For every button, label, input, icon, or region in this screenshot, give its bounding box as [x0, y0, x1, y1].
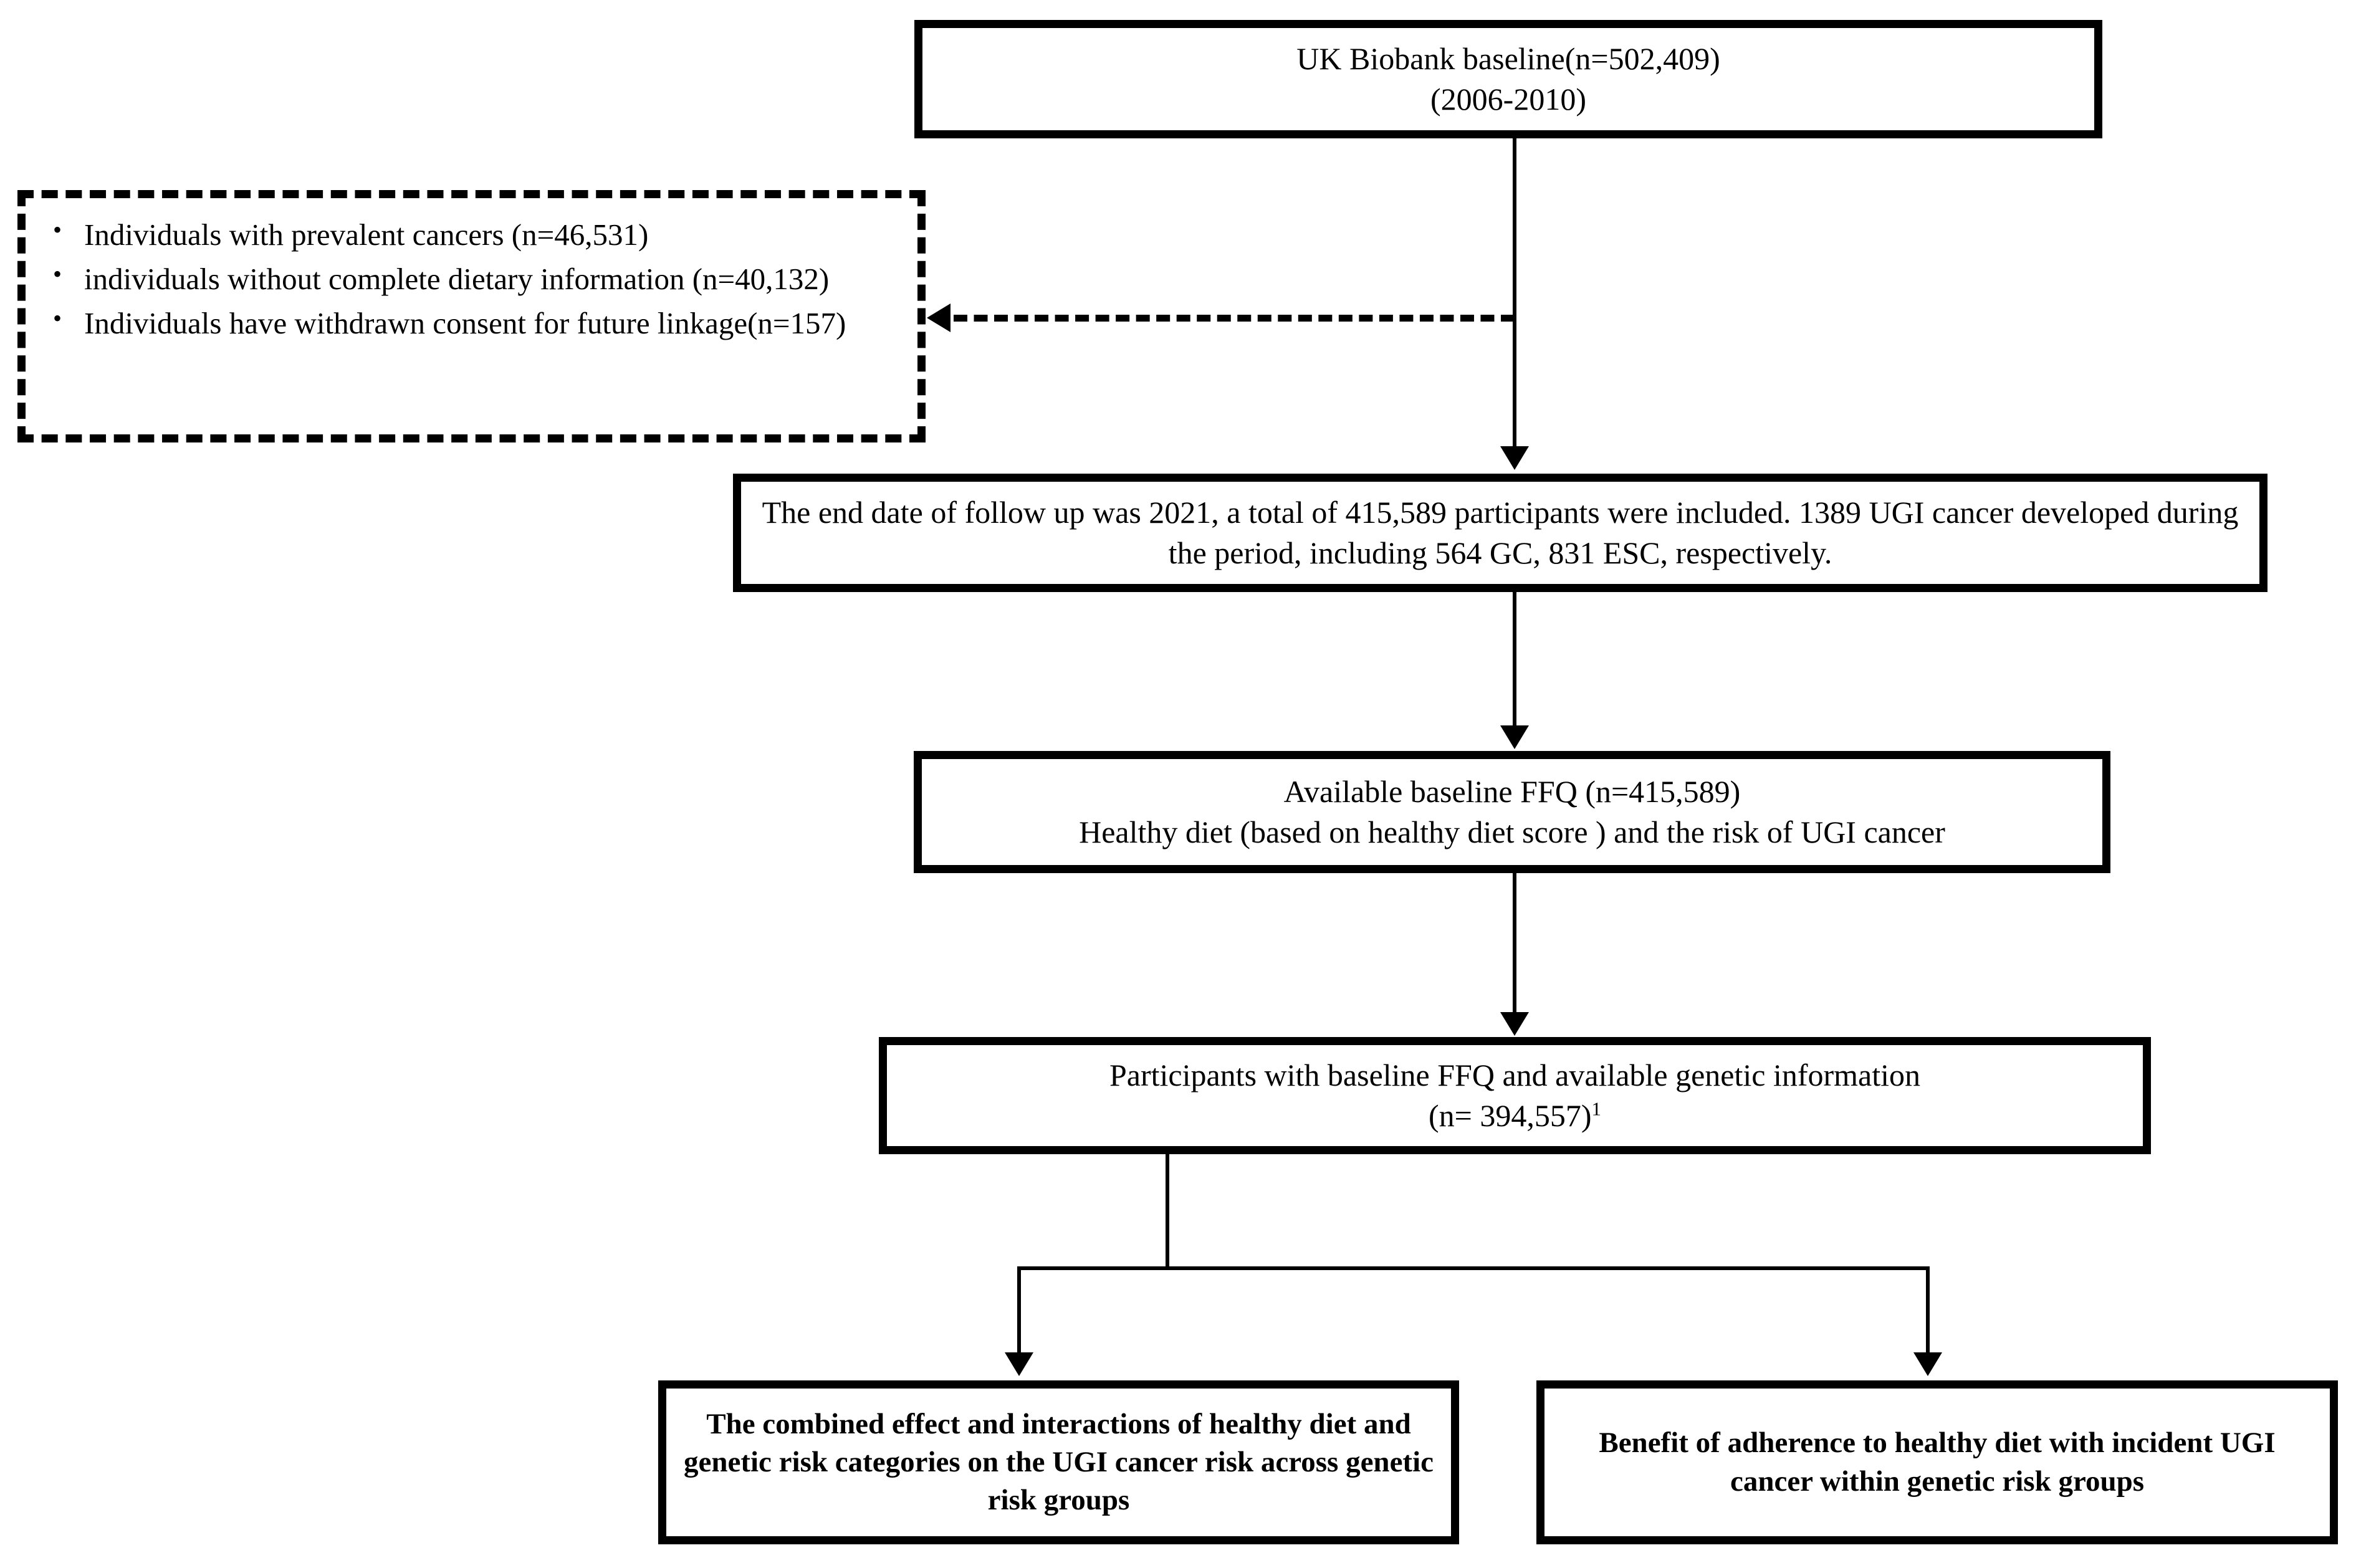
node-exclusion-criteria: Individuals with prevalent cancers (n=46… — [17, 190, 926, 442]
connector-genetic-stem — [1166, 1154, 1169, 1270]
connector-split-left-branch — [1017, 1266, 1021, 1355]
outcome-right-text: Benefit of adherence to healthy diet wit… — [1599, 1427, 2276, 1498]
arrowhead-baseline-to-followup — [1500, 446, 1529, 470]
arrowhead-followup-to-ffq — [1500, 725, 1529, 749]
connector-followup-to-ffq — [1513, 592, 1516, 728]
node-uk-biobank-baseline: UK Biobank baseline(n=502,409) (2006-201… — [914, 20, 2102, 138]
followup-text: The end date of follow up was 2021, a to… — [762, 495, 2239, 570]
baseline-line-1: UK Biobank baseline(n=502,409) — [1296, 41, 1720, 76]
node-participants-with-genetic-info: Participants with baseline FFQ and avail… — [879, 1037, 2151, 1154]
footnote-marker: 1 — [1591, 1097, 1602, 1120]
genetic-count: (n= 394,557) — [1429, 1098, 1592, 1133]
arrowhead-to-outcome-right — [1913, 1352, 1942, 1376]
node-outcome-benefit-adherence: Benefit of adherence to healthy diet wit… — [1536, 1380, 2338, 1544]
arrowhead-to-outcome-left — [1005, 1352, 1033, 1376]
node-available-baseline-ffq: Available baseline FFQ (n=415,589) Healt… — [914, 751, 2110, 873]
arrowhead-ffq-to-genetic — [1500, 1012, 1529, 1036]
connector-dashed-to-exclusions — [954, 315, 1515, 322]
list-item: Individuals with prevalent cancers (n=46… — [47, 213, 899, 255]
outcome-left-text: The combined effect and interactions of … — [683, 1407, 1434, 1517]
connector-genetic-split-bar — [1017, 1266, 1930, 1270]
connector-baseline-to-followup — [1513, 138, 1516, 449]
node-followup-summary: The end date of follow up was 2021, a to… — [733, 474, 2267, 592]
exclusion-list: Individuals with prevalent cancers (n=46… — [26, 198, 917, 343]
genetic-line-2: (n= 394,557)1 — [903, 1096, 2127, 1136]
connector-ffq-to-genetic — [1513, 873, 1516, 1015]
list-item: individuals without complete dietary inf… — [47, 257, 899, 299]
baseline-line-2: (2006-2010) — [1430, 82, 1586, 117]
genetic-line-1: Participants with baseline FFQ and avail… — [1109, 1058, 1921, 1092]
ffq-line-1: Available baseline FFQ (n=415,589) — [1283, 774, 1741, 809]
node-outcome-combined-effect: The combined effect and interactions of … — [658, 1380, 1459, 1544]
ffq-line-2: Healthy diet (based on healthy diet scor… — [1079, 815, 1945, 849]
connector-split-right-branch — [1926, 1266, 1930, 1355]
list-item: Individuals have withdrawn consent for f… — [47, 302, 899, 343]
arrowhead-dashed-to-exclusions — [927, 304, 951, 332]
